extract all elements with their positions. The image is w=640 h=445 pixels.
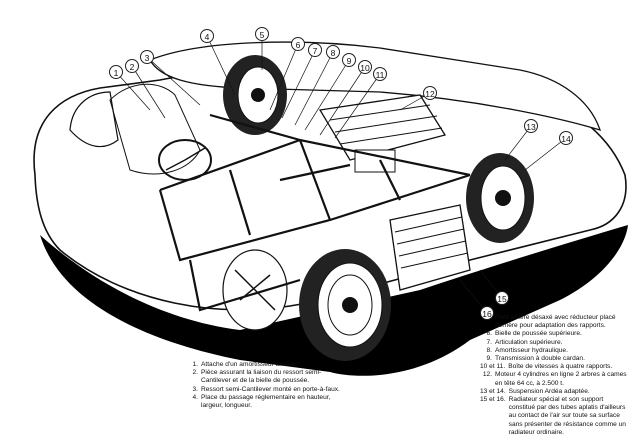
legend-num: 3. [192,385,199,393]
callout-5: 5 [255,27,269,41]
legend-text: Boîte de vitesses à quatre rapports. [508,363,613,371]
legend-item: 6.Bielle de poussée supérieure. [480,330,630,338]
legend-item: 1.Attache d'un amortisseur arrière. [186,361,342,369]
legend-item: 12.Moteur 4 cylindres en ligne 2 arbres … [480,371,630,387]
legend-text: Transmission à double cardan. [495,355,585,363]
legend-text: Moteur 4 cylindres en ligne 2 arbres à c… [495,371,629,387]
callout-8: 8 [326,45,340,59]
rear-wheel [223,55,287,135]
legend-item: 15 et 16.Radiateur spécial et son suppor… [480,396,630,437]
callout-7: 7 [308,43,322,57]
legend-num: 1. [192,361,199,368]
legend-item: 2.Pièce assurant la liaison du ressort s… [186,369,342,385]
legend-num: 2. [192,369,199,377]
callout-16: 16 [480,306,494,320]
cockpit-seat [109,83,201,175]
windscreen [69,91,119,148]
callout-15: 15 [495,291,509,305]
legend-num: 4. [192,393,199,401]
legend-text: Pièce assurant la liaison du ressort sem… [201,369,322,385]
callout-6: 6 [291,37,305,51]
legend-text: Bielle de poussée supérieure. [495,330,582,338]
front-wheel-right [466,153,534,243]
legend-text: Suspension Ardéa adaptée. [508,387,590,395]
legend-item: 8.Amortisseur hydraulique. [480,347,630,355]
ground-shadow [40,225,628,376]
radiator [389,204,471,291]
legend-left: 1.Attache d'un amortisseur arrière. 2.Pi… [186,361,342,410]
callout-2: 2 [125,59,139,73]
legend-text: Ressort semi-Cantilever monté en porte-à… [201,385,340,393]
callout-9: 9 [342,53,356,67]
callout-3: 3 [140,50,154,64]
rear-wheel-left [222,249,288,331]
engine-block [318,94,447,173]
legend-text: Radiateur spécial et son support constit… [508,396,628,436]
legend-num: 12. [482,371,492,379]
legend-item: Pont arrière désaxé avec réducteur placé… [480,314,630,330]
legend-right: Pont arrière désaxé avec réducteur placé… [480,314,630,437]
legend-num [480,314,495,330]
legend-text: Pont arrière désaxé avec réducteur placé… [495,314,618,330]
legend-item: 4.Place du passage réglementaire en haut… [186,394,342,410]
legend-text: Place du passage réglementaire en hauteu… [201,393,333,410]
legend-item: 9.Transmission à double cardan. [480,355,630,363]
legend-text: Amortisseur hydraulique. [495,346,568,354]
callout-13: 13 [524,119,538,133]
legend-num: 7. [486,338,493,346]
tube-frame [158,113,471,312]
front-wheel-left [299,249,391,361]
callout-14: 14 [559,131,573,145]
callout-12: 12 [423,86,437,100]
legend-num: 8. [486,346,493,354]
legend-item: 13 et 14.Suspension Ardéa adaptée. [480,388,630,396]
legend-num: 10 et 11. [480,363,506,371]
legend-num: 9. [486,355,493,363]
legend-item: 10 et 11.Boîte de vitesses à quatre rapp… [480,363,630,371]
callout-10: 10 [358,60,372,74]
legend-item: 7.Articulation supérieure. [480,339,630,347]
legend-text: Attache d'un amortisseur arrière. [201,361,297,368]
callout-4: 4 [200,29,214,43]
legend-num: 15 et 16. [480,396,506,404]
callout-1: 1 [109,65,123,79]
legend-num: 13 et 14. [480,387,506,395]
legend-item: 3.Ressort semi-Cantilever monté en porte… [186,386,342,394]
legend-num: 6. [486,330,493,338]
callout-11: 11 [373,67,387,81]
legend-text: Articulation supérieure. [495,338,563,346]
body-outline [33,67,627,311]
